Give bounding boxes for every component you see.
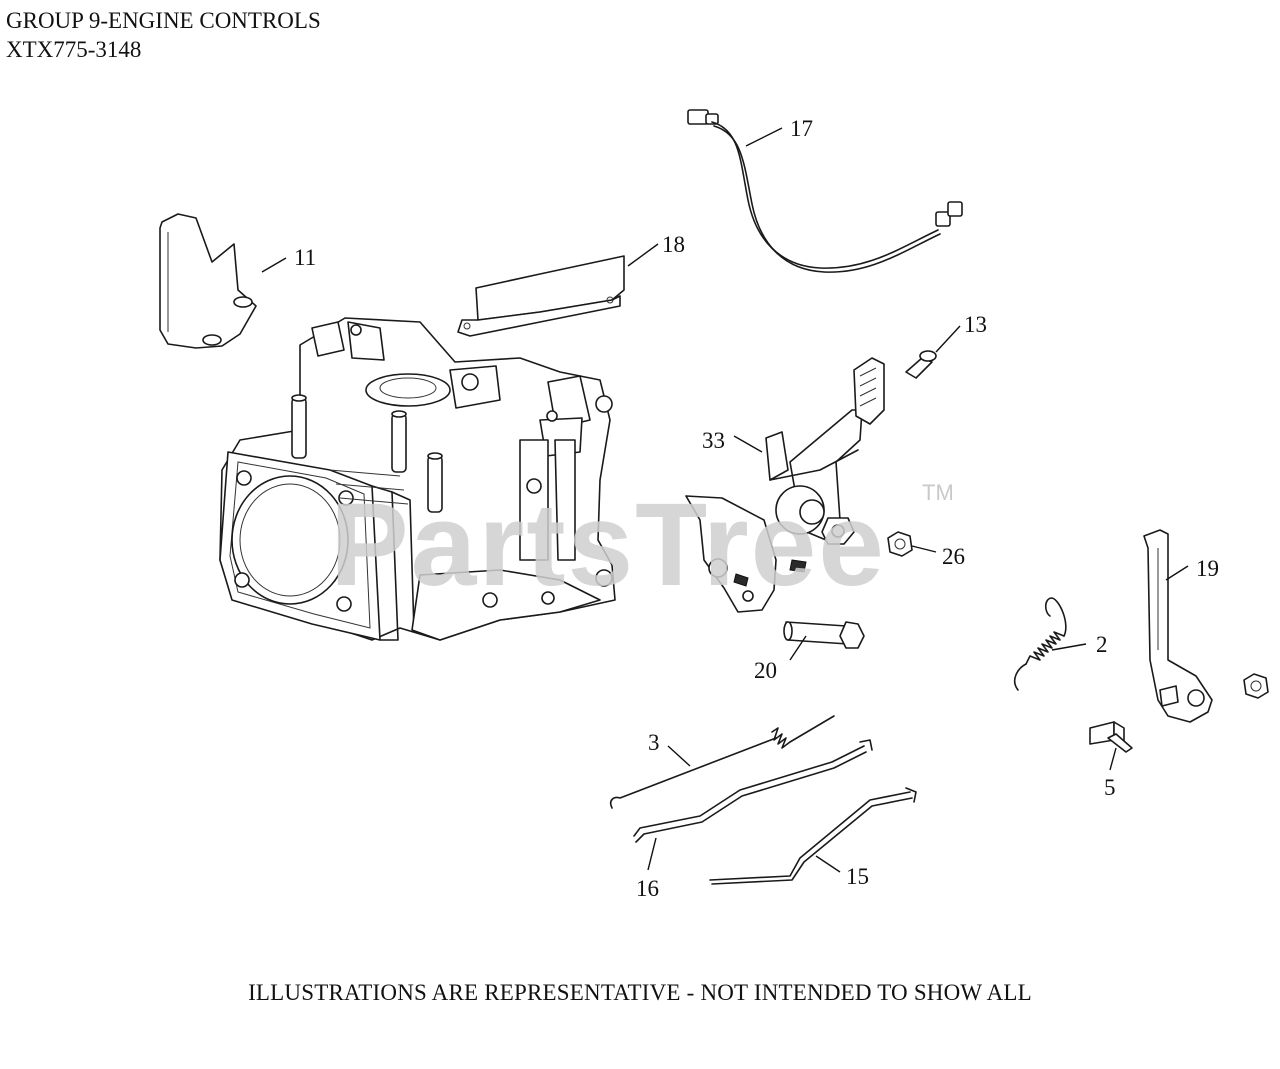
leader-20 [789, 635, 807, 661]
callout-26: 26 [942, 544, 965, 569]
leader-18 [627, 243, 659, 267]
leader-2 [1051, 643, 1087, 651]
part-5-key [1089, 721, 1133, 753]
leader-19 [1165, 565, 1189, 581]
part-18-shield [457, 255, 625, 337]
callout-5: 5 [1104, 775, 1116, 800]
leader-16 [647, 837, 657, 871]
callout-13: 13 [964, 312, 987, 337]
part-2-spring [1013, 597, 1067, 691]
callout-3: 3 [648, 730, 660, 755]
part-17-wire-harness [687, 109, 963, 273]
callout-15: 15 [846, 864, 869, 889]
engine-block [219, 317, 616, 641]
callout-18: 18 [662, 232, 685, 257]
leader-5 [1109, 747, 1117, 771]
model-number: XTX775-3148 [6, 37, 142, 62]
leader-15 [815, 855, 841, 873]
leader-17 [745, 127, 783, 147]
part-16-rod [633, 739, 873, 843]
part-19-lever [1143, 529, 1213, 723]
leader-26 [911, 545, 937, 553]
disclaimer-text: ILLUSTRATIONS ARE REPRESENTATIVE - NOT I… [248, 980, 1032, 1005]
part-26-nut [887, 531, 913, 557]
part-11-bracket [159, 213, 257, 349]
leader-33 [733, 435, 763, 453]
watermark-trademark: TM [922, 480, 954, 505]
callout-19: 19 [1196, 556, 1219, 581]
part-33-throttle-control [685, 357, 885, 613]
lever-nut [1243, 673, 1269, 699]
callout-2: 2 [1096, 632, 1108, 657]
callout-20: 20 [754, 658, 777, 683]
leader-13 [935, 325, 961, 353]
part-3-rod [609, 715, 835, 809]
part-20-bolt [783, 621, 865, 649]
group-title: GROUP 9-ENGINE CONTROLS [6, 8, 321, 33]
leader-11 [261, 257, 287, 273]
callout-33: 33 [702, 428, 725, 453]
callout-16: 16 [636, 876, 659, 901]
callout-11: 11 [294, 245, 316, 270]
part-13-pin [905, 350, 937, 379]
watermark-brand: PartsTree [330, 479, 886, 611]
callout-17: 17 [790, 116, 813, 141]
part-15-rod [709, 787, 917, 885]
leader-3 [667, 745, 691, 767]
